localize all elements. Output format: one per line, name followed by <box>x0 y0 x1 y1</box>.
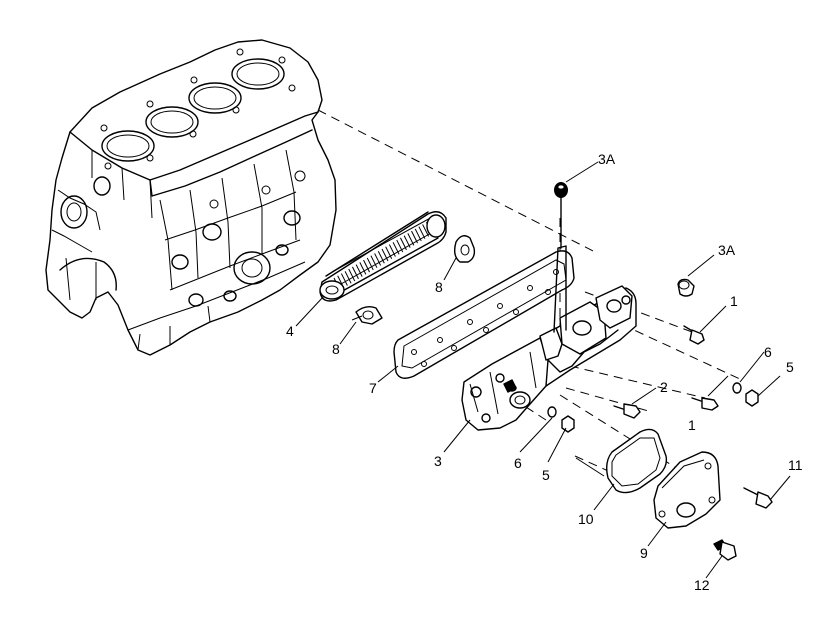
cooler-fin <box>370 255 378 268</box>
callout-2: 2 <box>660 379 668 395</box>
cooler-fin <box>396 239 404 253</box>
callout-10: 10 <box>578 511 594 527</box>
cooler-fin <box>414 228 422 242</box>
callout-8-lower: 8 <box>332 341 340 357</box>
callout-11: 11 <box>788 457 803 473</box>
leader-lines <box>295 161 791 579</box>
cooler-fin <box>388 244 396 257</box>
callout-8-upper: 8 <box>435 279 443 295</box>
cooler-fin <box>392 242 400 255</box>
cooler-fin <box>377 251 385 264</box>
cooler-fin <box>363 259 370 273</box>
washer-6-left <box>547 406 557 418</box>
callout-1-lower: 1 <box>688 417 696 433</box>
oil-cooler-element <box>319 211 447 302</box>
callout-7: 7 <box>369 380 377 396</box>
callout-6-right: 6 <box>764 344 772 360</box>
bolt-2 <box>613 403 641 419</box>
cooler-fin <box>381 248 389 262</box>
cooler-fin <box>411 230 418 244</box>
drain-plug-12 <box>713 539 737 561</box>
cooler-fin <box>359 262 367 275</box>
callout-1-upper: 1 <box>730 293 738 309</box>
oil-cooler-gasket <box>393 250 575 379</box>
bolt-1-lower <box>691 397 719 411</box>
plug-5-left <box>561 415 575 433</box>
bolt-11 <box>743 487 773 509</box>
callout-3: 3 <box>434 453 442 469</box>
callout-4: 4 <box>286 323 294 339</box>
cooler-fin <box>418 226 426 239</box>
cooler-fin <box>422 224 430 237</box>
callout-3a-top: 3A <box>598 151 616 167</box>
callout-5-left: 5 <box>542 467 550 483</box>
washer-6-right <box>732 382 742 394</box>
cooler-fin <box>344 271 352 284</box>
cooler-fin <box>385 246 393 259</box>
oil-cooler-cover <box>653 451 721 529</box>
bolt-3a-top <box>554 182 568 249</box>
cooler-fin <box>403 235 411 248</box>
cooler-fin <box>352 266 359 280</box>
cooler-fin <box>400 237 407 251</box>
cooler-fin <box>374 253 382 266</box>
o-ring-gasket-lower <box>351 305 383 325</box>
cover-gasket <box>605 428 668 494</box>
callout-3a-right: 3A <box>718 242 736 258</box>
o-ring-gasket-upper <box>453 235 476 263</box>
oil-cooler-housing <box>461 245 637 431</box>
cooler-fin <box>366 257 374 271</box>
cooler-fin <box>355 264 363 277</box>
bolt-1-upper <box>683 325 705 345</box>
callout-labels: 3A 3A 1 6 5 2 1 6 5 3 4 8 8 7 10 9 11 12 <box>286 151 803 593</box>
callout-9: 9 <box>640 545 648 561</box>
cooler-fin <box>348 268 356 282</box>
callout-12: 12 <box>694 577 710 593</box>
callout-6-left: 6 <box>514 455 522 471</box>
cooler-fins <box>333 219 437 291</box>
callout-5-right: 5 <box>786 359 794 375</box>
plug-5-right <box>745 389 759 407</box>
engine-block <box>45 39 337 356</box>
bolt-3a-right <box>677 278 695 297</box>
cooler-fin <box>407 233 415 246</box>
cooler-fin <box>340 273 348 286</box>
